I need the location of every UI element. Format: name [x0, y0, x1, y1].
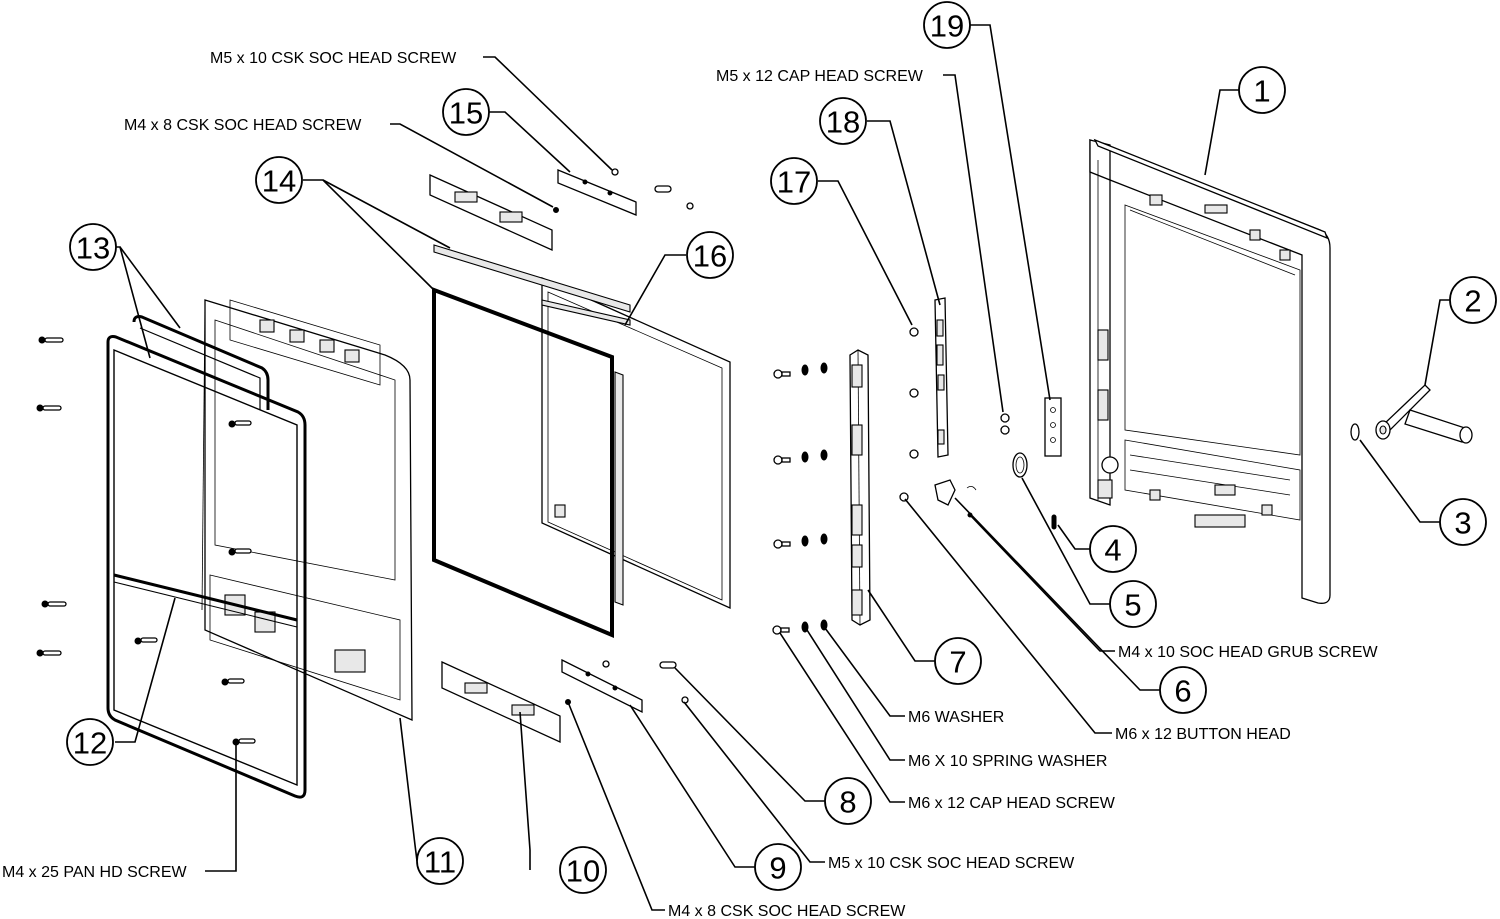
svg-text:2: 2	[1464, 284, 1481, 319]
part-inner-door	[201, 299, 413, 721]
svg-text:8: 8	[839, 785, 856, 820]
part-o-ring	[1350, 423, 1360, 441]
callout-3: 3	[1439, 498, 1487, 546]
label-m5x10-csk-bottom: M5 x 10 CSK SOC HEAD SCREW	[828, 855, 1075, 872]
callout-2: 2	[1449, 276, 1497, 324]
callout-9: 9	[754, 843, 802, 891]
fastener-labels: M5 x 10 CSK SOC HEAD SCREW M4 x 8 CSK SO…	[2, 50, 1379, 919]
part-block	[1044, 397, 1062, 457]
svg-text:11: 11	[424, 845, 456, 880]
callout-18: 18	[819, 97, 867, 145]
callout-8: 8	[824, 777, 872, 825]
label-m6-washer: M6 WASHER	[908, 709, 1004, 726]
part-latch-cam	[934, 479, 956, 506]
svg-text:4: 4	[1104, 533, 1121, 568]
label-m4x25-pan: M4 x 25 PAN HD SCREW	[2, 864, 188, 881]
part-hinge-strip	[934, 297, 949, 458]
callout-1: 1	[1238, 66, 1286, 114]
label-m6x12-cap: M6 x 12 CAP HEAD SCREW	[908, 795, 1116, 812]
label-m5x10-csk-top: M5 x 10 CSK SOC HEAD SCREW	[210, 50, 457, 67]
svg-text:15: 15	[449, 96, 483, 131]
svg-text:3: 3	[1454, 506, 1471, 541]
callout-11: 11	[416, 837, 464, 885]
label-m6x10-spring: M6 X 10 SPRING WASHER	[908, 753, 1107, 770]
svg-text:6: 6	[1174, 674, 1191, 709]
part-bottom-brackets	[441, 658, 689, 744]
part-pin	[1051, 514, 1057, 530]
svg-text:16: 16	[693, 239, 727, 274]
svg-text:7: 7	[949, 645, 966, 680]
part-glass-panel	[541, 276, 731, 610]
callout-7: 7	[934, 637, 982, 685]
svg-text:12: 12	[73, 726, 107, 761]
svg-text:14: 14	[262, 164, 296, 199]
svg-text:10: 10	[566, 854, 600, 889]
callout-14: 14	[255, 156, 303, 204]
callout-19: 19	[923, 1, 971, 49]
callout-12: 12	[66, 718, 114, 766]
leader-lines	[98, 24, 1450, 911]
svg-text:13: 13	[76, 231, 110, 266]
svg-text:18: 18	[826, 105, 860, 140]
callout-5: 5	[1109, 580, 1157, 628]
part-m4x25-screws	[36, 336, 256, 746]
label-m4x10-grub: M4 x 10 SOC HEAD GRUB SCREW	[1118, 644, 1379, 661]
svg-text:5: 5	[1124, 588, 1141, 623]
part-wire-frames	[106, 315, 307, 799]
svg-text:1: 1	[1253, 74, 1270, 109]
part-handle	[1375, 384, 1473, 444]
part-door-frame	[1089, 138, 1331, 604]
callout-6: 6	[1159, 666, 1207, 714]
svg-text:9: 9	[769, 851, 786, 886]
callout-4: 4	[1089, 525, 1137, 573]
part-hinge-bracket	[849, 349, 871, 626]
label-m5x12-cap: M5 x 12 CAP HEAD SCREW	[716, 68, 924, 85]
label-m6x12-button: M6 x 12 BUTTON HEAD	[1115, 726, 1291, 743]
callout-15: 15	[442, 88, 490, 136]
callout-17: 17	[770, 157, 818, 205]
part-spring	[1012, 452, 1028, 478]
callout-13: 13	[69, 223, 117, 271]
svg-text:19: 19	[930, 9, 964, 44]
callout-10: 10	[559, 846, 607, 894]
part-gasket	[432, 244, 631, 639]
part-small-screws-17	[899, 327, 1010, 518]
part-top-bracket	[429, 168, 694, 252]
svg-text:17: 17	[777, 165, 811, 200]
label-m4x8-csk-bottom: M4 x 8 CSK SOC HEAD SCREW	[668, 903, 906, 919]
callout-16: 16	[686, 231, 734, 279]
label-m4x8-csk-top: M4 x 8 CSK SOC HEAD SCREW	[124, 117, 362, 134]
part-screws-washers-column	[772, 362, 828, 635]
